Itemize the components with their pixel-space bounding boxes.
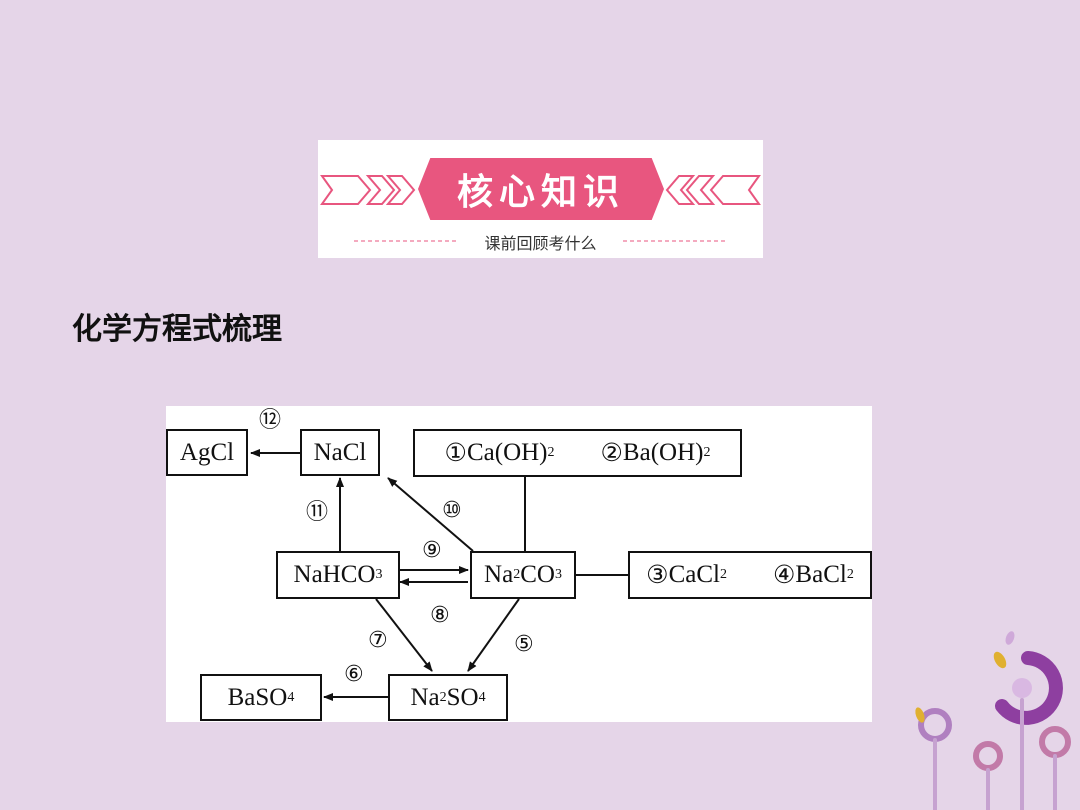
formula-cacl2: CaCl <box>668 561 720 588</box>
subscript: 3 <box>375 567 383 582</box>
arrow-10 <box>387 477 474 552</box>
banner-subtitle: 课前回顾考什么 <box>484 234 597 253</box>
subscript: 2 <box>547 445 555 460</box>
formula-na: Na <box>410 683 440 711</box>
formula-caoh2: Ca(OH) <box>466 439 548 466</box>
arrow-7 <box>375 598 433 672</box>
decorative-corner-graphic <box>915 631 1071 810</box>
section-title: 化学方程式梳理 <box>72 312 282 347</box>
reaction-label-7: ⑦ <box>368 628 388 653</box>
subscript: 2 <box>439 689 447 705</box>
banner-title: 核心知识 <box>456 172 625 213</box>
reaction-label-9: ⑨ <box>422 538 442 563</box>
reaction-label-12: ⑫ <box>259 408 282 433</box>
formula-so: SO <box>446 683 479 711</box>
formula-co: CO <box>520 561 555 588</box>
formula-baso: BaSO <box>227 683 288 711</box>
subscript: 4 <box>287 689 295 705</box>
node-nacl: NaCl <box>300 429 380 476</box>
reaction-label-5: ⑤ <box>514 632 534 657</box>
reaction-label-8: ⑧ <box>430 603 450 628</box>
banner-chevrons <box>320 175 761 242</box>
subscript: 2 <box>846 567 854 582</box>
reaction-label-6: ⑥ <box>344 662 364 687</box>
arrow-5 <box>467 598 520 672</box>
reaction-number-1: ① <box>444 440 467 467</box>
agcl-label: AgCl <box>179 438 235 466</box>
formula-baoh2: Ba(OH) <box>622 439 704 466</box>
reaction-label-10: ⑩ <box>442 498 462 523</box>
nacl-label: NaCl <box>313 438 367 466</box>
banner-title-pill: 核心知识 <box>418 158 664 220</box>
node-agcl: AgCl <box>166 429 248 476</box>
section-banner: 核心知识 课前回顾考什么 <box>318 140 763 258</box>
diagram-connectors <box>250 449 628 701</box>
formula-nahco3: NaHCO <box>293 561 376 588</box>
reaction-number-3: ③ <box>646 562 669 589</box>
subscript: 4 <box>478 689 486 705</box>
formula-na: Na <box>484 561 514 588</box>
reaction-number-4: ④ <box>773 562 796 589</box>
subscript: 2 <box>513 567 521 582</box>
subscript: 2 <box>720 567 727 582</box>
subscript: 2 <box>703 445 711 460</box>
reaction-label-11: ⑪ <box>306 500 329 525</box>
reaction-number-2: ② <box>600 440 623 467</box>
subscript: 3 <box>554 567 562 582</box>
formula-bacl2: BaCl <box>795 561 847 588</box>
